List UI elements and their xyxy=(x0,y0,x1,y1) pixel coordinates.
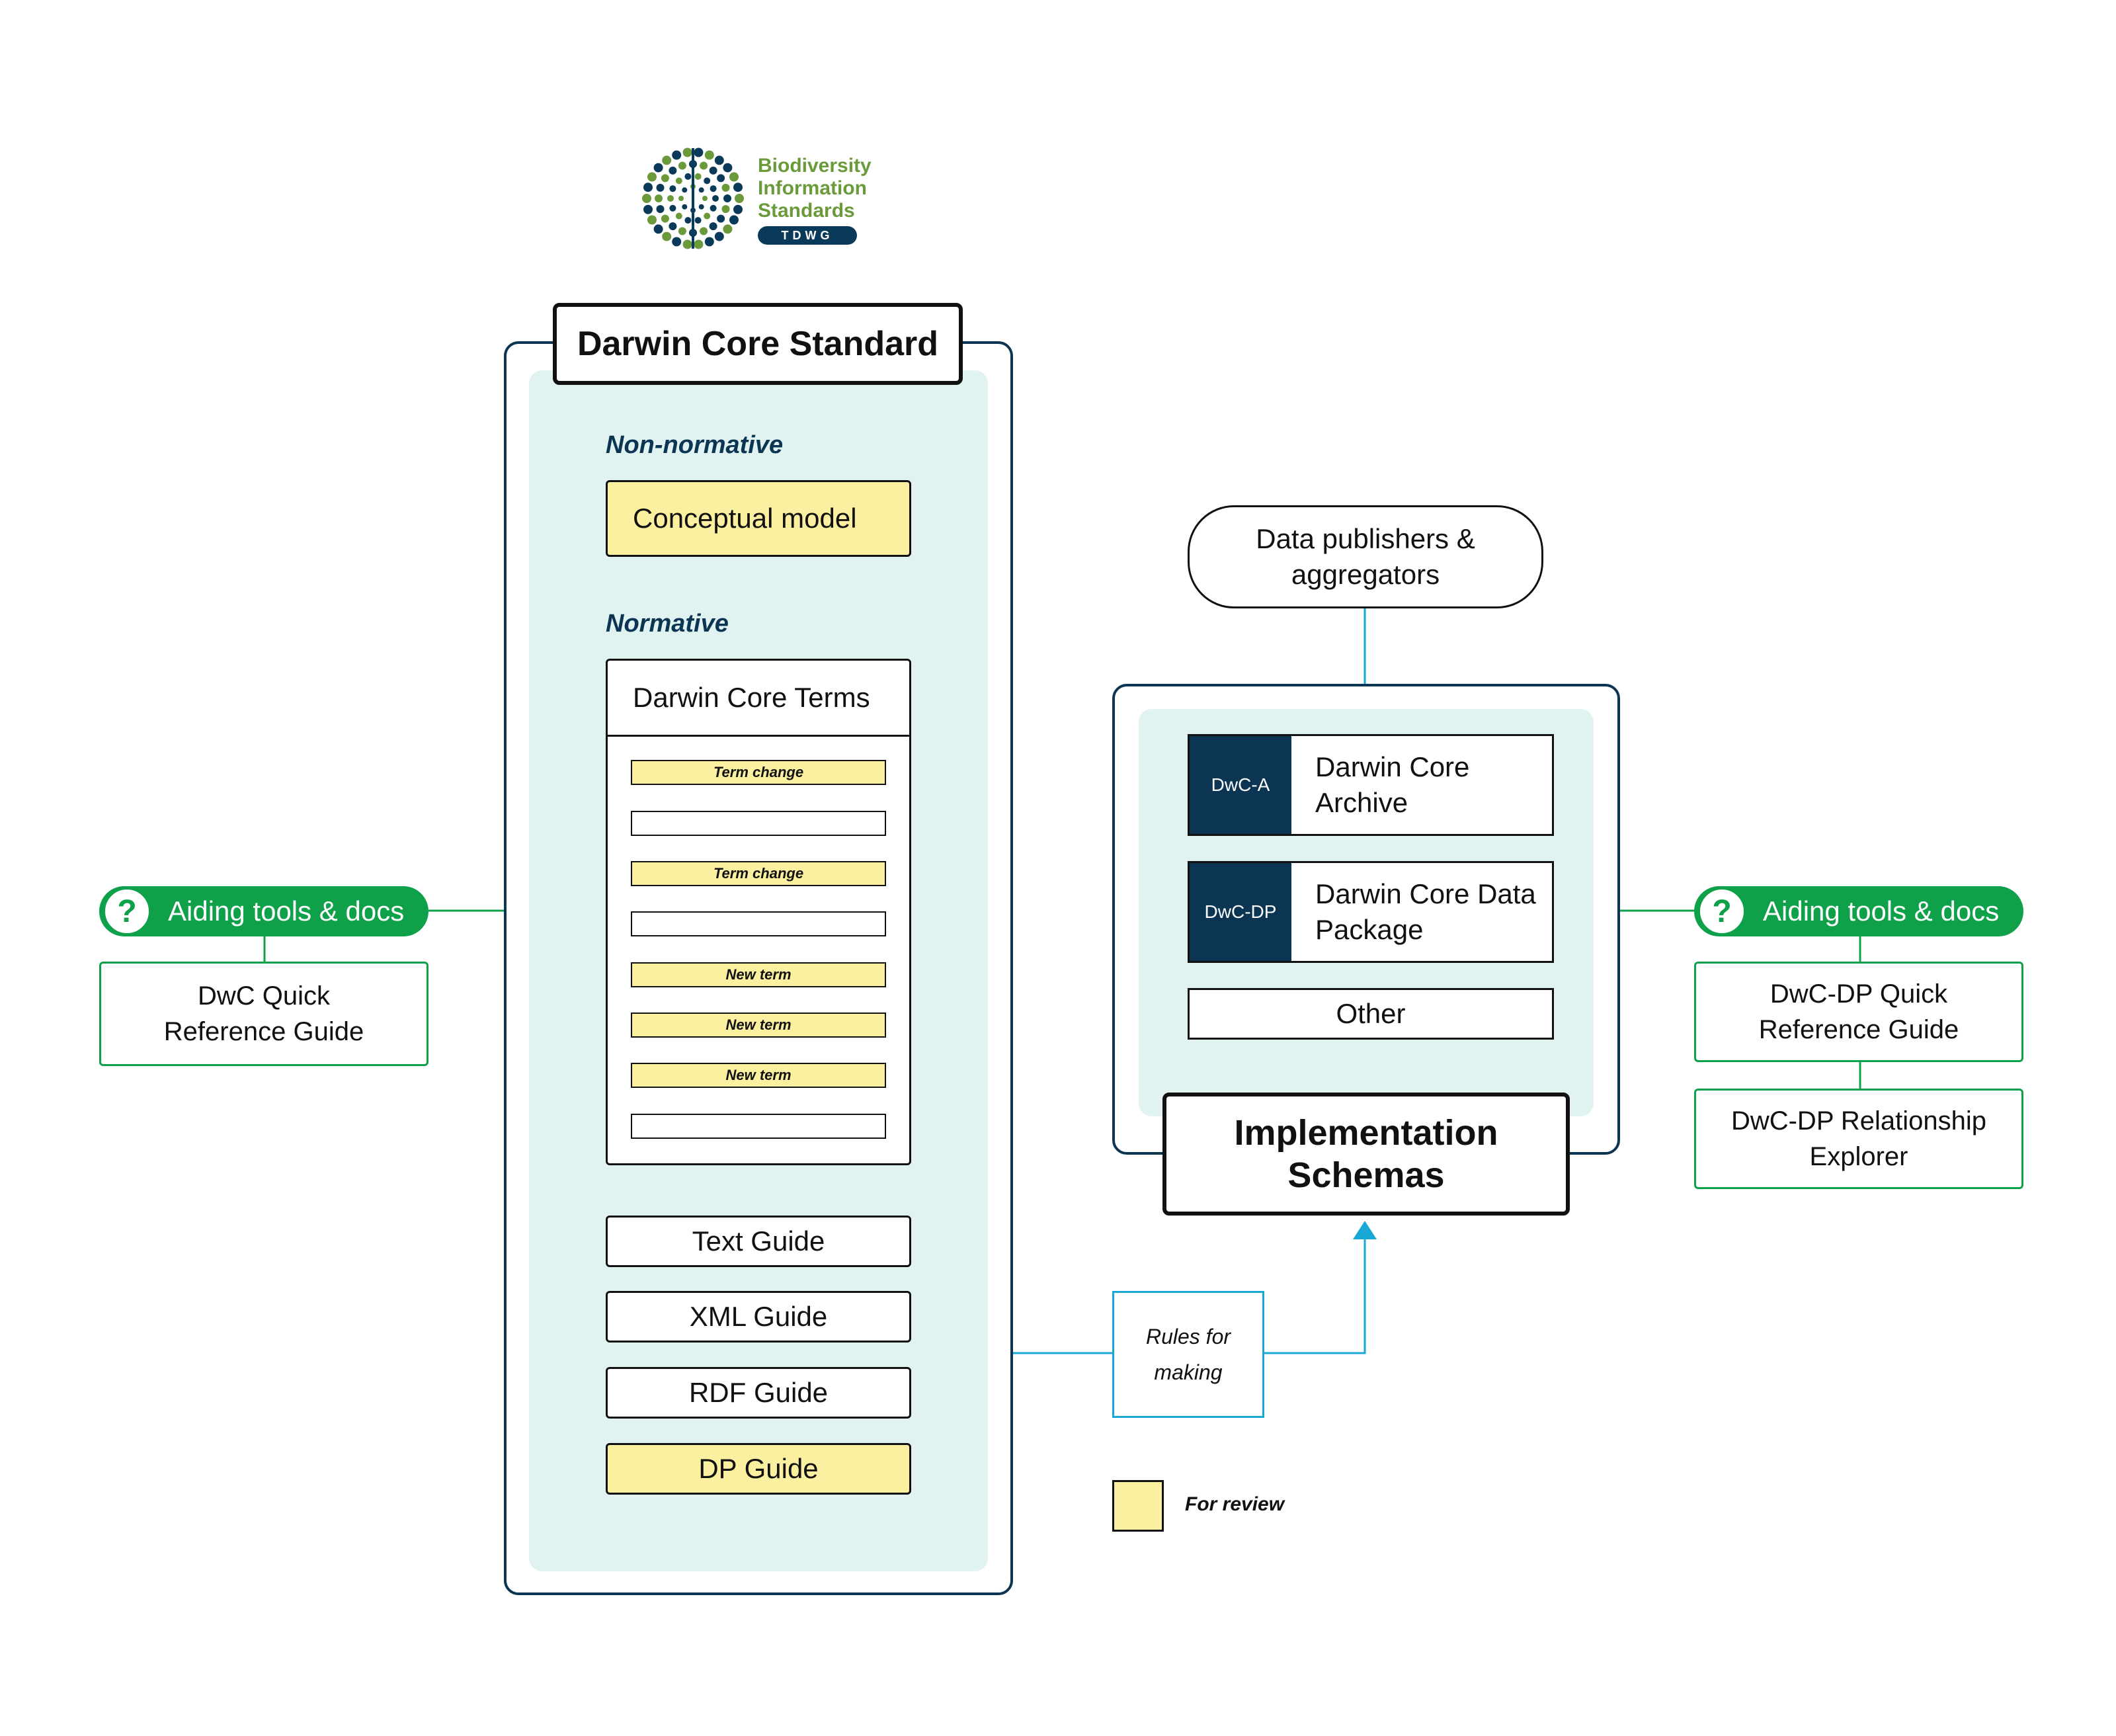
xml-guide-box[interactable]: XML Guide xyxy=(606,1291,911,1343)
term-row[interactable] xyxy=(631,811,886,836)
schema-row-dwcdp[interactable]: DwC-DP Darwin Core Data Package xyxy=(1188,861,1554,963)
right-aid-label: Aiding tools & docs xyxy=(1763,895,2000,927)
term-row[interactable] xyxy=(631,1114,886,1139)
left-aid-pill[interactable]: ? Aiding tools & docs xyxy=(99,886,428,936)
conceptual-model-box[interactable]: Conceptual model xyxy=(606,480,911,557)
term-row[interactable]: New term xyxy=(631,1013,886,1038)
logo-line-3: Standards xyxy=(758,200,855,222)
legend-swatch xyxy=(1112,1480,1164,1532)
schema-code: DwC-A xyxy=(1190,736,1291,834)
dwc-standard-title: Darwin Core Standard xyxy=(553,303,963,385)
dwcdp-quick-reference-card[interactable]: DwC-DP Quick Reference Guide xyxy=(1694,962,2023,1062)
term-row[interactable]: New term xyxy=(631,1063,886,1088)
rules-for-making-note: Rules for making xyxy=(1112,1291,1264,1418)
dwc-quick-reference-card[interactable]: DwC Quick Reference Guide xyxy=(99,962,428,1066)
rdf-guide-box[interactable]: RDF Guide xyxy=(606,1367,911,1419)
schema-label: Darwin Core Archive xyxy=(1315,751,1470,818)
schema-row-dwca[interactable]: DwC-A Darwin Core Archive xyxy=(1188,734,1554,836)
question-icon: ? xyxy=(1697,886,1747,936)
terms-header: Darwin Core Terms xyxy=(608,661,909,737)
term-row[interactable]: New term xyxy=(631,962,886,987)
legend-label: For review xyxy=(1185,1493,1285,1515)
left-aid-label: Aiding tools & docs xyxy=(168,895,405,927)
arrow-head-icon xyxy=(1353,1221,1377,1239)
text-guide-box[interactable]: Text Guide xyxy=(606,1216,911,1267)
dwcdp-relationship-explorer-card[interactable]: DwC-DP Relationship Explorer xyxy=(1694,1089,2023,1189)
normative-label: Normative xyxy=(606,610,729,638)
logo-badge: TDWG xyxy=(758,226,857,245)
data-publishers-pill[interactable]: Data publishers & aggregators xyxy=(1188,505,1543,608)
term-row[interactable]: Term change xyxy=(631,760,886,785)
question-icon: ? xyxy=(102,886,152,936)
schema-code: DwC-DP xyxy=(1190,863,1291,961)
right-aid-pill[interactable]: ? Aiding tools & docs xyxy=(1694,886,2023,936)
other-schema-box[interactable]: Other xyxy=(1188,988,1554,1040)
rules-to-schemas-line xyxy=(1263,1237,1366,1354)
logo-line-2: Information xyxy=(758,177,867,199)
logo-line-1: Biodiversity xyxy=(758,155,872,177)
non-normative-label: Non-normative xyxy=(606,431,784,459)
term-row[interactable] xyxy=(631,911,886,936)
logo-text: Biodiversity Information Standards xyxy=(758,155,903,222)
implementation-schemas-title: Implementation Schemas xyxy=(1162,1093,1570,1216)
schema-label: Darwin Core Data Package xyxy=(1315,878,1536,945)
term-row[interactable]: Term change xyxy=(631,861,886,886)
dp-guide-box[interactable]: DP Guide xyxy=(606,1443,911,1495)
tdwg-logo-icon xyxy=(642,147,744,249)
